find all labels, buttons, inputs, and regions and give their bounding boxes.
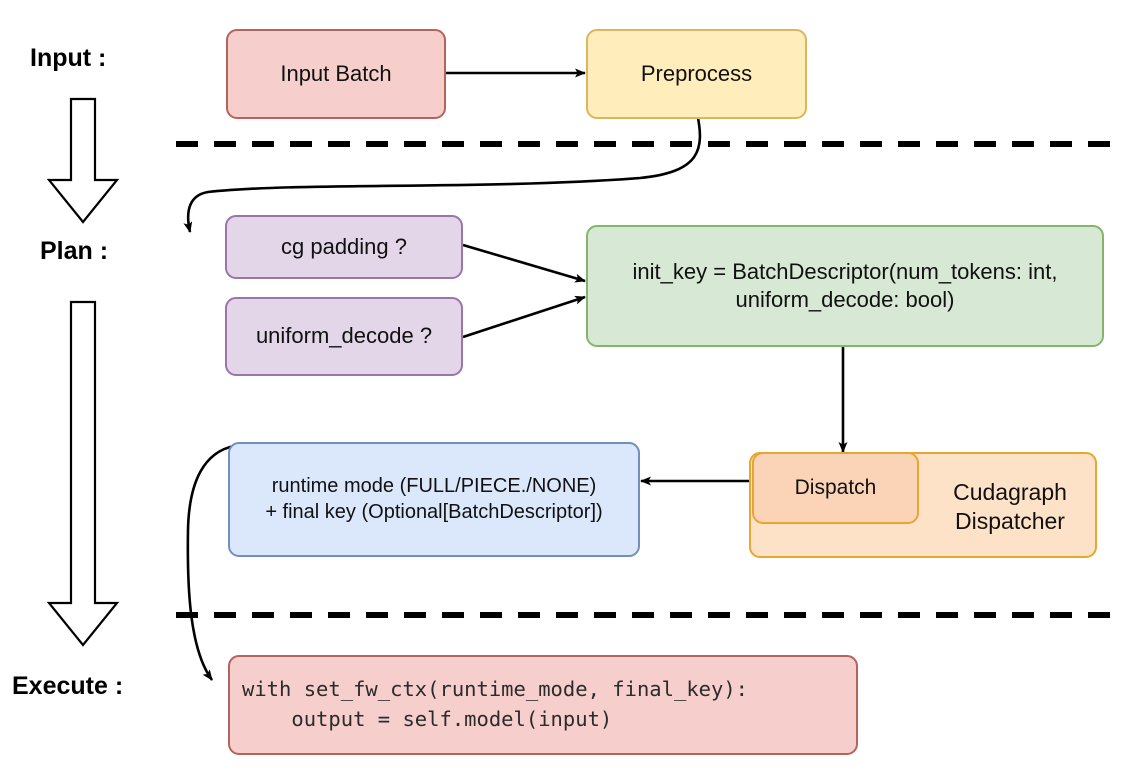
node-cudagraph-dispatcher-label: Cudagraph Dispatcher [953, 479, 1067, 534]
node-init-key[interactable]: init_key = BatchDescriptor(num_tokens: i… [586, 225, 1104, 347]
input-to-plan-arrow [46, 97, 120, 224]
node-input-batch-label: Input Batch [280, 60, 392, 86]
edge-cg-padding-to-init-key [462, 243, 586, 283]
node-dispatch[interactable]: Dispatch [752, 452, 919, 524]
node-cg-padding-label: cg padding ? [281, 233, 407, 259]
plan-to-execute-arrow [46, 300, 120, 647]
stage-label-input: Input : [30, 44, 107, 72]
stage-label-execute: Execute : [12, 672, 124, 700]
node-init-key-line-2: uniform_decode: bool) [735, 287, 955, 312]
node-uniform-decode[interactable]: uniform_decode ? [225, 297, 463, 376]
node-runtime-mode-line-1: runtime mode (FULL/PIECE./NONE) [271, 474, 597, 497]
node-uniform-decode-label: uniform_decode ? [255, 323, 433, 349]
node-dispatch-label: Dispatch [794, 475, 877, 499]
code-line-1: with set_fw_ctx(runtime_mode, final_key)… [242, 677, 749, 702]
code-line-2: output = self.model(input) [242, 707, 613, 731]
node-preprocess-label: Preprocess [640, 60, 753, 86]
node-cg-padding[interactable]: cg padding ? [225, 215, 463, 279]
node-input-batch[interactable]: Input Batch [226, 29, 446, 119]
node-runtime-mode[interactable]: runtime mode (FULL/PIECE./NONE) + final … [228, 442, 640, 557]
stage-label-plan: Plan : [40, 237, 109, 265]
node-runtime-mode-line-2: + final key (Optional[BatchDescriptor]) [265, 500, 603, 523]
node-code-block[interactable]: with set_fw_ctx(runtime_mode, final_key)… [228, 655, 858, 755]
edge-uniform-decode-to-init-key [462, 295, 586, 339]
node-init-key-line-1: init_key = BatchDescriptor(num_tokens: i… [632, 258, 1058, 284]
node-preprocess[interactable]: Preprocess [586, 29, 807, 119]
